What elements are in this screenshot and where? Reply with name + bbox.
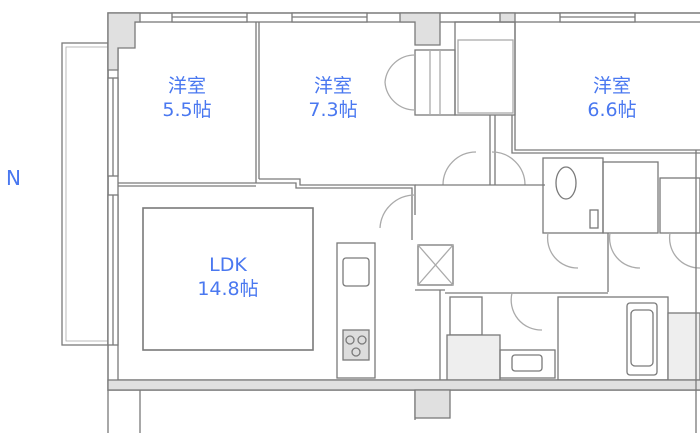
room-label-ldk: LDK 14.8帖 [197,253,258,301]
room-name: 洋室 [592,75,631,97]
sink-icon [342,257,370,287]
balcony [61,42,109,346]
bathtub-icon [626,302,658,376]
room-label-western-3: 洋室 6.6帖 [587,74,636,122]
room-name: 洋室 [313,75,352,97]
north-indicator: N [6,166,21,190]
closet [414,49,456,116]
room-label-western-2: 洋室 7.3帖 [308,74,357,122]
room-size: 5.5帖 [162,99,212,121]
outer-wall [107,12,700,391]
stove-icon [342,329,370,361]
bathroom [557,296,669,381]
room-size: 7.3帖 [308,99,358,121]
room-name: LDK [209,254,247,276]
ldk-area [142,207,314,351]
room-name: 洋室 [167,75,206,97]
kitchen-counter [336,242,376,379]
room-size: 14.8帖 [197,278,259,300]
room-label-western-1: 洋室 5.5帖 [162,74,211,122]
toilet-icon [555,166,577,200]
room-size: 6.6帖 [587,99,637,121]
